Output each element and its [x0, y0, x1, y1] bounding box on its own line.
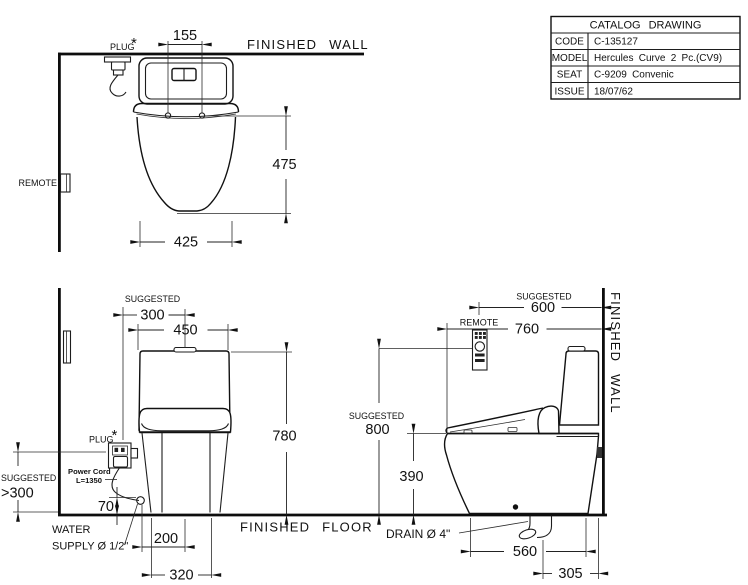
- dim-600-label: 600: [531, 300, 555, 316]
- clearance-value-label: >300: [1, 486, 34, 502]
- plug-asterisk-front: *: [131, 35, 137, 52]
- dim-305: 305: [533, 518, 609, 582]
- power-cord-note: Power Cord L=1350: [68, 467, 117, 485]
- water-supply-point: [136, 496, 145, 505]
- seat-bolt-left: [164, 112, 172, 119]
- finished-wall-label-side: FINISHED WALL: [608, 292, 623, 414]
- seat-housing: [537, 405, 560, 435]
- plug-label-rear: PLUG: [89, 435, 114, 445]
- dim-155: 155: [158, 28, 212, 114]
- side-view: SUGGESTED 600 760 SUGGESTED 800 390: [349, 288, 623, 582]
- finished-wall-label-top: FINISHED WALL: [247, 37, 369, 52]
- dim-760-label: 760: [515, 322, 539, 338]
- dim-300-label: 300: [140, 308, 164, 324]
- water-supply-label-line1: WATER: [52, 524, 91, 536]
- dim-70-label: 70: [98, 499, 114, 515]
- toilet-front-outline: [132, 57, 240, 212]
- plug-asterisk-rear: *: [112, 427, 118, 444]
- suggested-600-label: SUGGESTED: [516, 292, 571, 302]
- plug-outlet-rear-icon: [107, 442, 140, 502]
- table-row-code-value: C-135127: [594, 37, 638, 48]
- dim-300: SUGGESTED 300: [113, 294, 195, 440]
- water-supply: WATER SUPPLY Ø 1/2": [52, 496, 145, 553]
- dim-780: 780: [231, 342, 297, 525]
- table-row-model-label: MODEL: [552, 53, 588, 64]
- dim-425: 425: [130, 221, 242, 251]
- dim-600: SUGGESTED 600: [469, 292, 612, 316]
- seat-hinge-cap-rear: [507, 427, 518, 432]
- catalog-table: CATALOG DRAWING CODE C-135127 MODEL Herc…: [550, 15, 741, 100]
- dim-760: 760: [437, 322, 612, 432]
- table-title: CATALOG DRAWING: [590, 20, 702, 32]
- seat-bolt-right: [198, 112, 206, 119]
- dim-200-label: 200: [154, 531, 178, 547]
- dim-475-label: 475: [272, 157, 296, 173]
- power-cord-label-line1: Power Cord: [68, 467, 111, 476]
- dim-800: SUGGESTED 800: [349, 338, 473, 525]
- dim-305-label: 305: [558, 566, 582, 582]
- dim-clearance-300: SUGGESTED >300: [1, 442, 106, 522]
- dim-450: 450: [128, 323, 238, 350]
- front-view: FINISHED WALL PLUG * REMOTE 155: [18, 28, 368, 252]
- dim-450-label: 450: [173, 323, 197, 339]
- table-row-code-label: CODE: [555, 37, 584, 48]
- dim-320: 320: [141, 518, 222, 584]
- dim-390: 390: [399, 423, 446, 525]
- dim-70: 70: [98, 487, 136, 525]
- water-supply-label-line2: SUPPLY Ø 1/2": [52, 541, 128, 553]
- remote-label-front: REMOTE: [18, 178, 57, 188]
- dim-390-label: 390: [399, 469, 423, 485]
- drain-callout: DRAIN Ø 4": [386, 521, 529, 541]
- plug-label-front: PLUG: [110, 42, 135, 52]
- dim-560: 560: [460, 518, 596, 560]
- table-row-issue-label: ISSUE: [554, 86, 584, 97]
- dim-200: 200: [132, 505, 195, 552]
- dim-800-label: 800: [365, 422, 389, 438]
- remote-control-icon: [471, 329, 488, 371]
- clearance-suggested-label: SUGGESTED: [1, 473, 56, 483]
- toilet-rear-outline: [138, 346, 232, 513]
- drain-pipe: [518, 515, 553, 540]
- table-row-seat-label: SEAT: [557, 70, 582, 81]
- table-row-model-value: Hercules Curve 2 Pc.(CV9): [594, 53, 722, 64]
- dim-780-label: 780: [272, 429, 296, 445]
- rear-view: FINISHED FLOOR SUGGESTED 300 450 78: [1, 288, 607, 584]
- remote-holder-front: [59, 173, 71, 193]
- dim-320-label: 320: [169, 568, 193, 584]
- toilet-side-outline: [443, 345, 604, 515]
- finished-floor-label: FINISHED FLOOR: [240, 520, 373, 535]
- dim-475: 475: [177, 106, 297, 224]
- wall-connector: [597, 447, 604, 458]
- power-cord-label-line2: L=1350: [76, 476, 102, 485]
- seat-hinge-cap-front: [463, 429, 473, 434]
- flush-button-rear: [173, 346, 197, 353]
- flush-button-side: [567, 345, 586, 352]
- drain-label: DRAIN Ø 4": [386, 527, 450, 541]
- remote-label-side: REMOTE: [460, 318, 499, 328]
- table-row-issue-value: 18/07/62: [594, 86, 633, 97]
- front-wall: [58, 52, 364, 252]
- dim-425-label: 425: [174, 235, 198, 251]
- remote-holder-rear: [62, 330, 72, 364]
- dim-155-label: 155: [173, 28, 197, 44]
- plug-outlet-front-icon: [103, 56, 132, 97]
- suggested-800-label: SUGGESTED: [349, 411, 404, 421]
- table-row-seat-value: C-9209 Convenic: [594, 70, 674, 81]
- suggested-300-label: SUGGESTED: [125, 294, 180, 304]
- fixing-bolt-dot: [512, 504, 519, 510]
- dim-560-label: 560: [513, 544, 537, 560]
- rear-wall-floor: [58, 288, 607, 517]
